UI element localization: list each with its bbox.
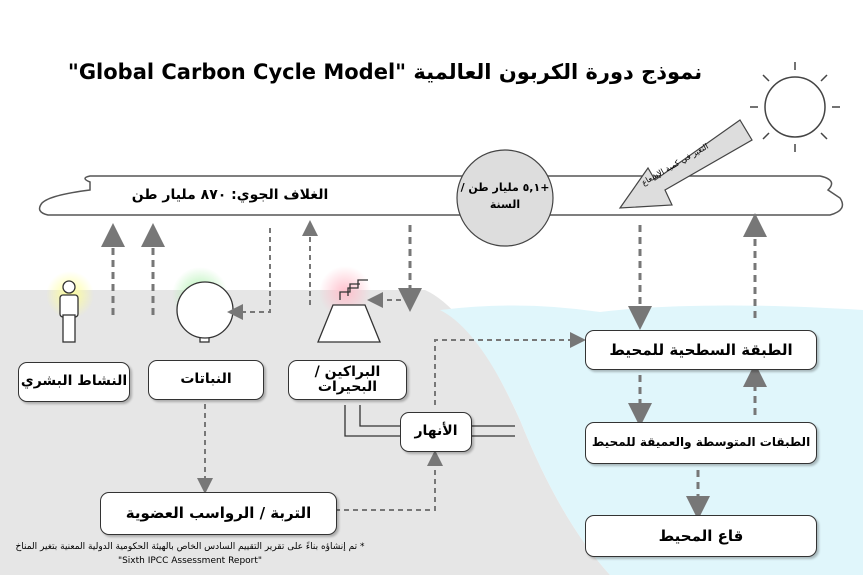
ocean-floor-box: قاع المحيط bbox=[585, 515, 817, 557]
page-title: نموذج دورة الكربون العالمية "Global Carb… bbox=[67, 60, 703, 84]
radiation-arrow bbox=[618, 119, 753, 209]
annual-increase-label: +٥,١ مليار طن / السنة bbox=[460, 181, 550, 211]
footnote: * تم إنشاؤه بناءً على تقرير التقييم السا… bbox=[15, 542, 365, 566]
deep-ocean-box: الطبقات المتوسطة والعميقة للمحيط bbox=[585, 422, 817, 464]
surface-ocean-box: الطبقة السطحية للمحيط bbox=[585, 330, 817, 370]
human-activity-box: النشاط البشري bbox=[18, 362, 130, 402]
sun-icon bbox=[750, 62, 840, 152]
rivers-box: الأنهار bbox=[400, 412, 472, 452]
volcanoes-box: البراكين / البحيرات bbox=[288, 360, 407, 400]
person-icon bbox=[59, 280, 79, 343]
volcano-icon bbox=[317, 279, 381, 343]
soil-box: التربة / الرواسب العضوية bbox=[100, 492, 337, 535]
annual-increase-circle bbox=[456, 149, 554, 247]
atmosphere-label: الغلاف الجوي: ٨٧٠ مليار طن bbox=[131, 187, 329, 203]
plants-box: النباتات bbox=[148, 360, 264, 400]
